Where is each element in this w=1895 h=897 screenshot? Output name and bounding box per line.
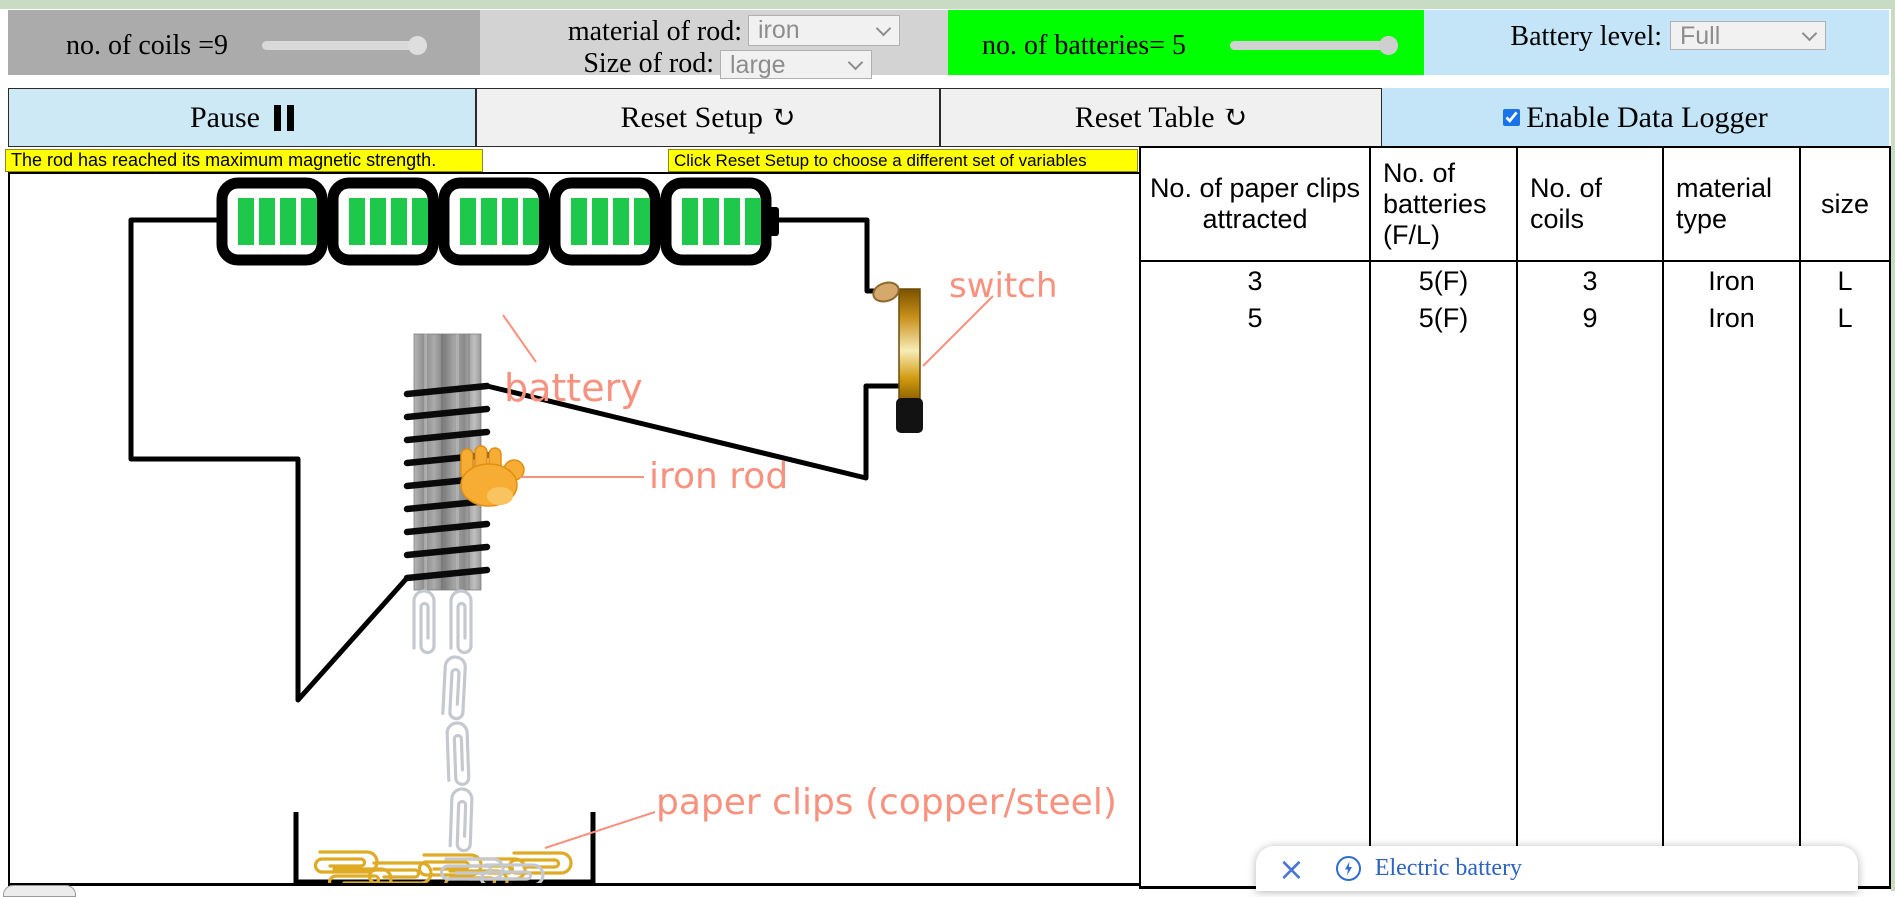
table-cell: Iron — [1664, 300, 1801, 336]
data-logger-table: No. of paper clips attracted No. of batt… — [1139, 146, 1891, 889]
battery-label: battery — [504, 366, 643, 410]
coils-slider-thumb[interactable] — [408, 36, 427, 55]
table-cell: 5 — [1141, 300, 1371, 336]
table-cell: 3 — [1141, 262, 1371, 300]
table-cell: 3 — [1518, 262, 1664, 300]
coils-slider[interactable] — [262, 41, 427, 50]
lightning-icon — [1335, 855, 1362, 882]
hand-icon — [460, 445, 525, 507]
reset-table-label: Reset Table ↻ — [1074, 101, 1248, 134]
chevron-down-icon — [1801, 25, 1818, 41]
col-header-paper-clips: No. of paper clips attracted — [1141, 148, 1371, 262]
reset-setup-label: Reset Setup ↻ — [620, 101, 796, 134]
page-right-border — [1891, 0, 1895, 891]
bottom-left-button[interactable] — [3, 885, 76, 897]
coils-panel: no. of coils =9 — [8, 10, 480, 75]
chevron-down-icon — [847, 54, 864, 70]
attracted-paper-clips — [412, 589, 474, 853]
reset-table-button[interactable]: Reset Table ↻ — [940, 88, 1382, 147]
pause-button-label: Pause — [190, 100, 260, 134]
batteries-panel: no. of batteries= 5 — [948, 10, 1424, 75]
material-value: iron — [758, 16, 800, 44]
data-logger-label: Enable Data Logger — [1526, 100, 1768, 134]
battery-chain — [216, 177, 779, 266]
material-select[interactable]: iron — [748, 15, 900, 46]
battery-level-select[interactable]: Full — [1670, 21, 1826, 50]
label-pointer-lines — [502, 295, 994, 849]
paper-clips-label: paper clips (copper/steel) — [656, 782, 1117, 823]
rod-panel: material of rod: iron Size of rod: large — [480, 10, 948, 79]
batteries-slider[interactable] — [1230, 41, 1398, 50]
col-header-coils: No. of coils — [1518, 148, 1664, 262]
batteries-slider-thumb[interactable] — [1379, 36, 1398, 55]
chevron-down-icon — [875, 20, 892, 36]
size-value: large — [730, 51, 786, 79]
table-cell: L — [1837, 302, 1853, 333]
close-icon[interactable]: × — [1278, 849, 1305, 888]
info-popup: × Electric battery — [1256, 846, 1858, 891]
simulation-canvas — [8, 172, 1139, 886]
circuit-diagram — [128, 177, 994, 883]
reset-setup-button[interactable]: Reset Setup ↻ — [476, 88, 940, 147]
col-header-batteries: No. of batteries (F/L) — [1371, 148, 1518, 262]
col-header-size: size — [1801, 148, 1889, 262]
size-label: Size of rod: — [583, 48, 714, 79]
choose-vars-notice: Click Reset Setup to choose a different … — [668, 149, 1138, 172]
table-cell: 5(F) — [1371, 262, 1518, 300]
rod-max-notice: The rod has reached its maximum magnetic… — [5, 149, 483, 172]
popup-title[interactable]: Electric battery — [1374, 855, 1523, 881]
switch-graphic[interactable] — [871, 279, 923, 433]
battery-level-value: Full — [1680, 22, 1721, 50]
size-select[interactable]: large — [720, 50, 872, 79]
page-top-border — [0, 0, 1895, 9]
clip-pile — [313, 850, 573, 883]
switch-label: switch — [949, 266, 1058, 306]
iron-rod-label: iron rod — [649, 456, 789, 497]
batteries-label: no. of batteries= 5 — [982, 30, 1186, 61]
table-cell: 5(F) — [1371, 300, 1518, 336]
col-header-material: material type — [1664, 148, 1801, 262]
table-cell: L — [1837, 265, 1853, 296]
table-cell: 9 — [1518, 300, 1664, 336]
material-label: material of rod: — [567, 16, 742, 47]
coils-label: no. of coils =9 — [66, 30, 228, 61]
data-logger-section: Enable Data Logger — [1382, 88, 1889, 147]
pause-icon — [274, 104, 294, 131]
data-logger-checkbox[interactable] — [1503, 109, 1521, 126]
battery-level-panel: Battery level: Full — [1424, 10, 1889, 75]
pause-button[interactable]: Pause — [8, 88, 476, 147]
table-cell: Iron — [1664, 262, 1801, 300]
battery-level-label: Battery level: — [1510, 21, 1662, 52]
